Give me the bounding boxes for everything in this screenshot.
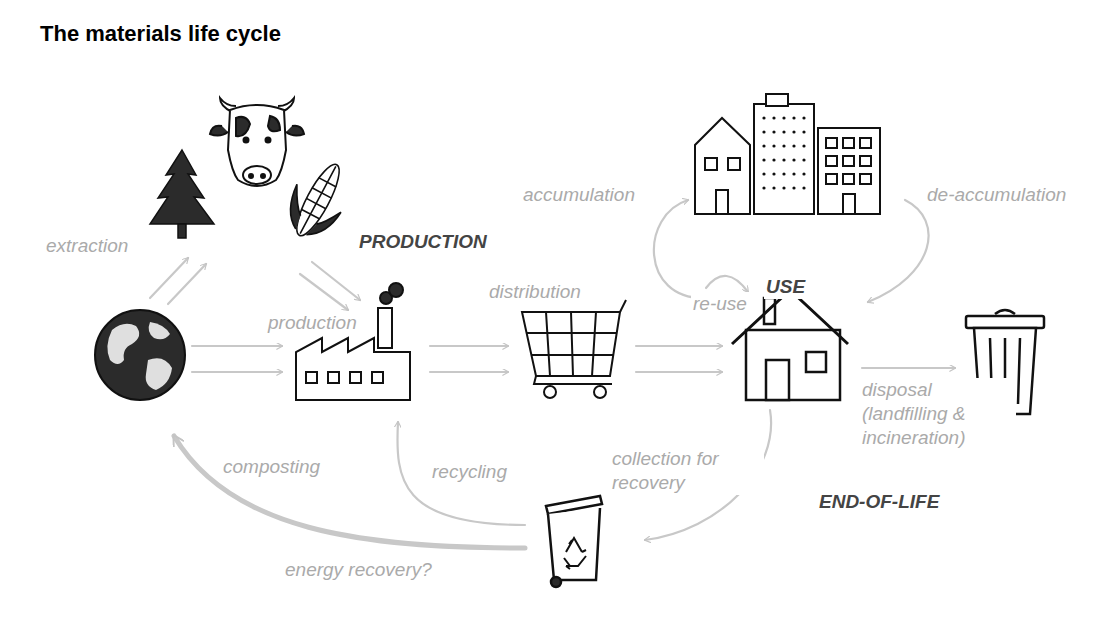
corn-icon [276,152,359,247]
flow-label: re-use [691,292,749,316]
buildings-icon [695,94,880,214]
flow-label: collection for recovery [610,447,764,495]
flow-arrows [150,200,955,548]
house-icon [732,290,848,400]
diagram-title: The materials life cycle [40,20,281,48]
flow-label: distribution [487,280,583,304]
flow-label: de-accumulation [925,183,1068,207]
flow-label: energy recovery? [283,558,434,582]
recycling-bin-icon [546,496,602,587]
section-heading: PRODUCTION [357,230,489,254]
section-heading: USE [764,275,807,299]
factory-icon [296,283,410,400]
flow-label: extraction [44,234,130,258]
flow-label: disposal (landfilling & incineration) [860,378,1016,449]
globe-icon [95,310,185,400]
flow-label: accumulation [521,183,637,207]
cart-icon [522,300,626,398]
flow-label: recycling [430,460,509,484]
tree-icon [150,150,214,238]
flow-label: production [266,311,359,335]
section-heading: END-OF-LIFE [817,490,941,514]
cow-icon [210,98,304,186]
flow-label: composting [221,455,322,479]
